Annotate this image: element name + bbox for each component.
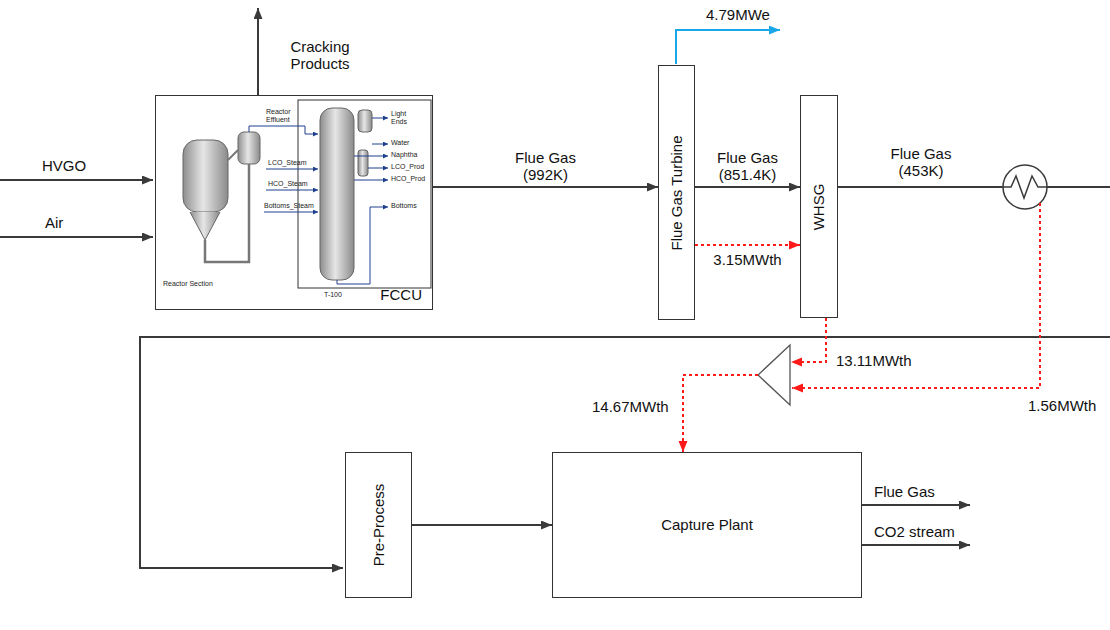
node-text: Capture Plant: [661, 516, 753, 533]
heat-connector: [695, 244, 800, 246]
node-text: WHSG: [810, 183, 827, 230]
turbine-box: Flue Gas Turbine: [658, 65, 695, 320]
power-label: 4.79MWe: [706, 6, 770, 23]
heat-label: 13.11MWth: [836, 352, 912, 369]
stream-label: HCO_Prod: [391, 175, 425, 183]
boiler-box: WHSG: [800, 95, 838, 318]
stream-label: Naphtha: [391, 151, 417, 159]
stream-label: HVGO: [42, 157, 86, 174]
section-label: Reactor Section: [163, 280, 213, 288]
stream-label: Reactor Effluent: [266, 108, 306, 124]
process-box: Pre-Process: [345, 452, 412, 598]
stream-label: Cracking Products: [280, 38, 360, 73]
process-box: Capture Plant: [552, 452, 862, 598]
stream-label: Water: [391, 139, 409, 147]
heat-label: 1.56MWth: [1028, 397, 1096, 414]
stream-label: Bottoms: [391, 202, 417, 210]
flow-connector: [433, 186, 658, 188]
flow-connector: [695, 186, 800, 188]
stream-label: LCO_Steam: [268, 159, 307, 167]
edge-label: Flue Gas (992K): [510, 149, 582, 184]
node-text: FCCU: [380, 286, 422, 303]
node-text: Flue Gas Turbine: [668, 135, 685, 250]
edge-label: 3.15MWth: [713, 251, 781, 268]
node-text: Pre-Process: [370, 484, 387, 567]
column-label: T-100: [324, 291, 342, 299]
stream-label: Flue Gas (453K): [884, 145, 958, 180]
edge-label: Flue Gas (851.4K): [708, 149, 788, 184]
stream-label: LCO_Prod: [391, 163, 424, 171]
stream-label: HCO_Steam: [268, 180, 308, 188]
stream-label: Air: [45, 214, 63, 231]
flow-connector: [412, 524, 552, 526]
heat-label: 14.67MWth: [592, 398, 669, 415]
stream-label: Flue Gas: [874, 483, 935, 500]
stream-label: Bottoms_Steam: [264, 202, 314, 210]
heat-connector: [683, 318, 826, 452]
stream-label: Light Ends: [391, 110, 421, 126]
stream-label: CO2 stream: [874, 523, 955, 540]
